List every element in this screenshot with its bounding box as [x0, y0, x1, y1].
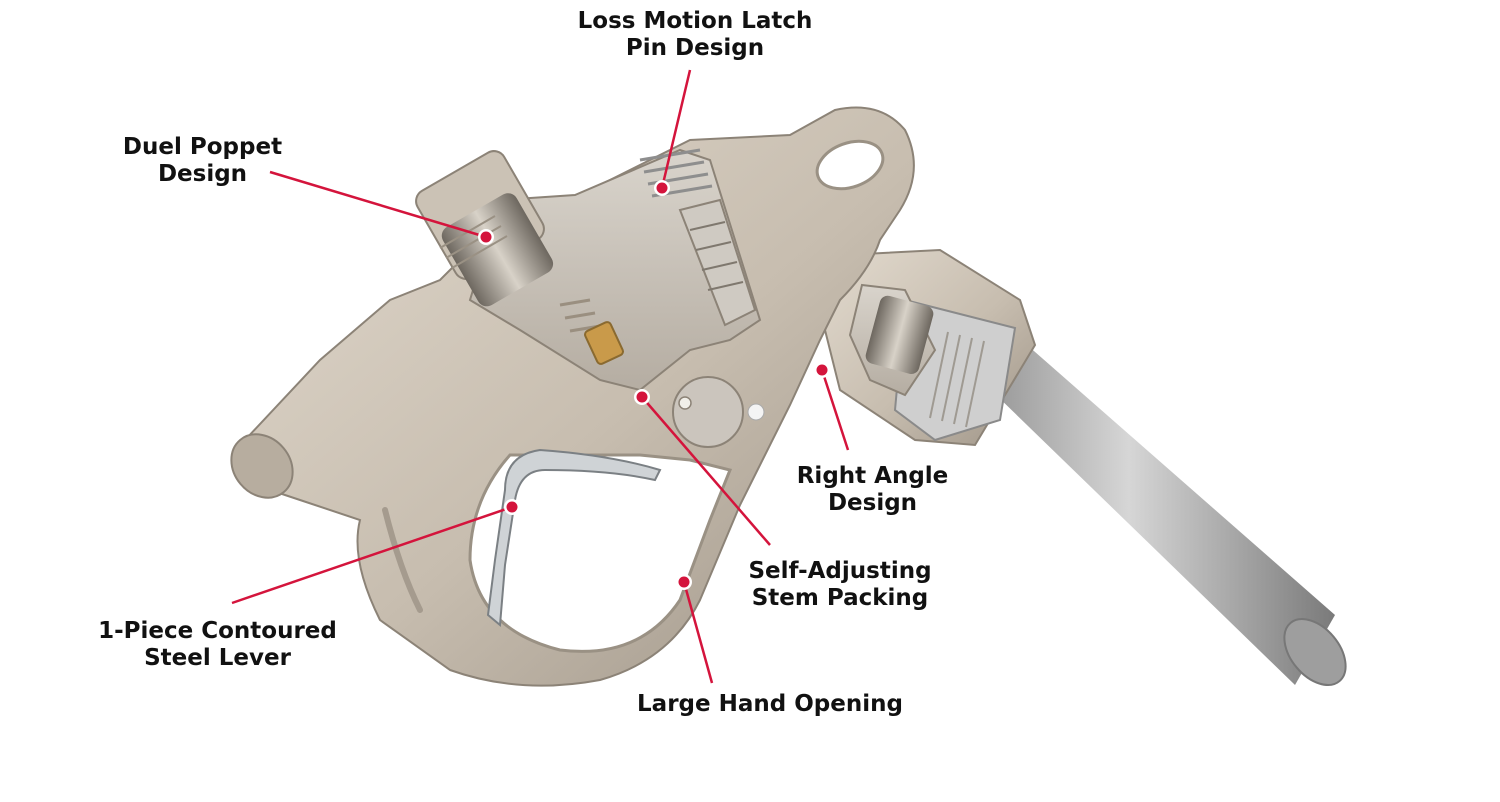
spout-tube: [960, 330, 1347, 686]
callout-dot-self-adjusting-stem-packing: [636, 391, 648, 403]
callout-layer: [231, 69, 850, 684]
callout-label-large-hand-opening: Large Hand Opening: [637, 691, 903, 717]
callout-line-large-hand-opening: [682, 581, 714, 684]
nozzle-body: [230, 106, 915, 687]
callout-label-right-angle: Right Angle Design: [796, 463, 949, 516]
callout-dot-duel-poppet: [480, 231, 492, 243]
callout-line-self-adjusting-stem-packing: [641, 396, 771, 546]
steel-lever: [486, 448, 662, 627]
callout-line-one-piece-steel-lever: [231, 505, 513, 605]
callout-dot-loss-motion-latch-pin: [656, 182, 668, 194]
callout-line-loss-motion-latch-pin: [660, 69, 692, 189]
callout-label-duel-poppet: Duel Poppet Design: [122, 134, 283, 187]
callout-dot-right-angle: [816, 364, 828, 376]
right-angle-valve-housing: [823, 248, 1037, 447]
lever-pivot: [672, 376, 765, 448]
callout-label-self-adjusting-stem-packing: Self-Adjusting Stem Packing: [748, 558, 932, 611]
callout-dot-large-hand-opening: [678, 576, 690, 588]
callout-label-loss-motion-latch-pin: Loss Motion Latch Pin Design: [577, 8, 813, 61]
callout-label-one-piece-steel-lever: 1-Piece Contoured Steel Lever: [98, 618, 337, 671]
callout-line-right-angle: [820, 369, 850, 451]
callout-dot-one-piece-steel-lever: [506, 501, 518, 513]
duel-poppet-fitting: [415, 150, 554, 307]
cutaway-section: [468, 148, 762, 392]
callout-line-duel-poppet: [269, 170, 487, 239]
